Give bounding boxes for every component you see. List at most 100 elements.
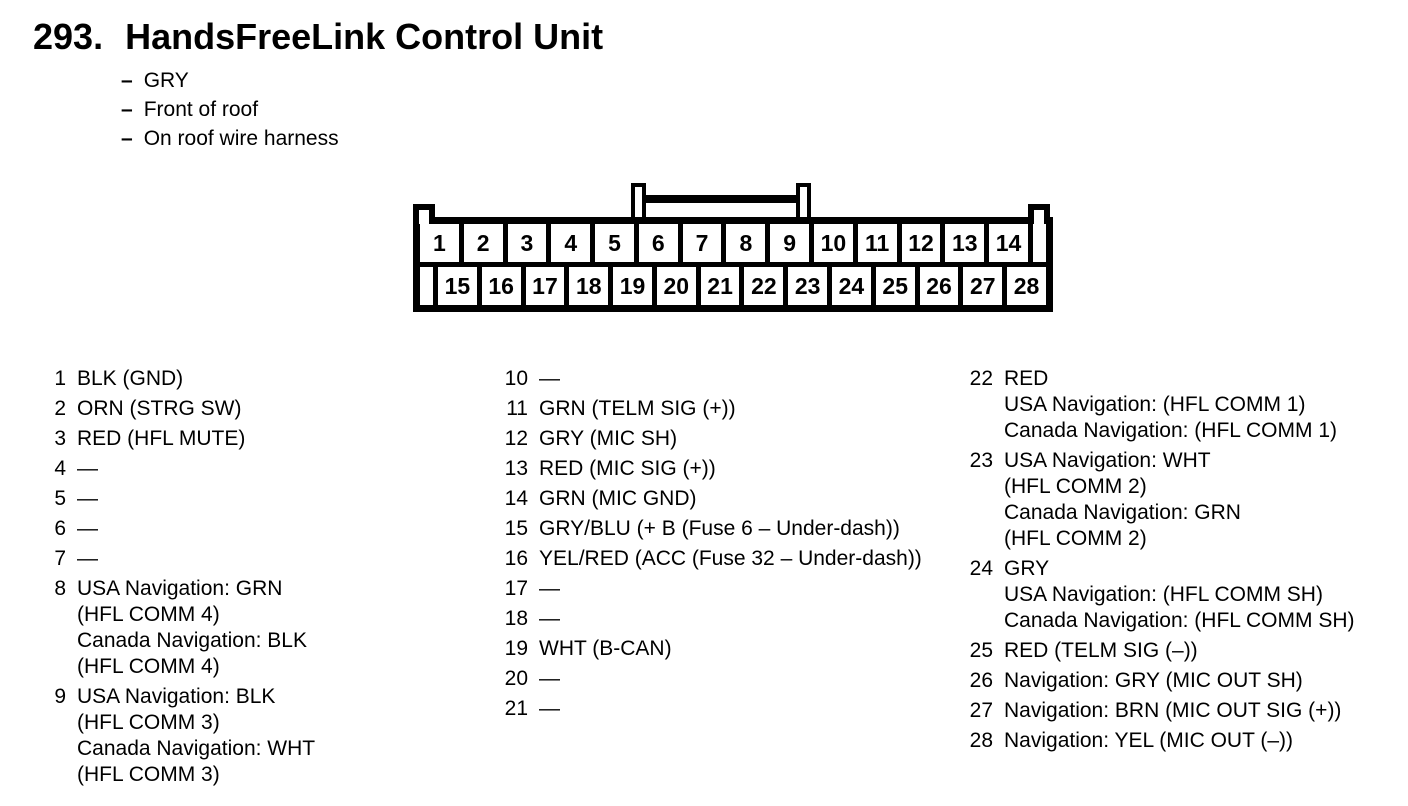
pin-number: 6: [54, 517, 66, 540]
section-title: HandsFreeLink Control Unit: [125, 16, 604, 57]
pin-description: RED (MIC SIG (+)): [539, 456, 716, 482]
pin-number: 2: [54, 397, 66, 420]
pin-description: —: [77, 546, 98, 572]
pin-description: Navigation: YEL (MIC OUT (–)): [1004, 728, 1293, 754]
connector-pin-cell: 17: [525, 267, 565, 305]
pin-line: (HFL COMM 2): [1004, 527, 1147, 550]
connector-pin-cell: 8: [726, 224, 766, 262]
pin-description: —: [539, 666, 560, 692]
pin-line: (HFL COMM 2): [1004, 475, 1147, 498]
pin-line: Navigation: YEL (MIC OUT (–)): [1004, 729, 1294, 752]
pin-line: GRY: [1004, 557, 1050, 580]
connector-filler-cell: [420, 267, 433, 305]
connector-pin-cell: 19: [613, 267, 652, 305]
connector-pin-cell: 2: [463, 224, 503, 262]
connector-pin-cell: 20: [656, 267, 696, 305]
pin-line: Canada Navigation: BLK: [77, 629, 307, 652]
pin-number: 23: [969, 449, 993, 472]
pin-description: GRN (MIC GND): [539, 486, 696, 512]
pin-line: Canada Navigation: (HFL COMM SH): [1004, 609, 1355, 632]
pin-list-column-2: 10 — 11 GRN (TELM SIG (+)) 12 GRY (MIC S…: [500, 366, 922, 726]
pin-description: YEL/RED (ACC (Fuse 32 – Under-dash)): [539, 546, 922, 572]
pin-number: 26: [969, 669, 993, 692]
pin-list-item: 3 RED (HFL MUTE): [38, 426, 315, 452]
pin-description: —: [539, 696, 560, 722]
pin-list-item: 12 GRY (MIC SH): [500, 426, 922, 452]
pin-list-item: 21 —: [500, 696, 922, 722]
pin-list-item: 2 ORN (STRG SW): [38, 396, 315, 422]
latch-bar: [644, 195, 798, 203]
pin-number: 25: [969, 639, 993, 662]
pin-number: 13: [504, 457, 528, 480]
pin-line: (HFL COMM 3): [77, 763, 220, 786]
pin-list-item: 26 Navigation: GRY (MIC OUT SH): [965, 668, 1355, 694]
connector-pin-cell: 24: [832, 267, 871, 305]
pin-description: RED (HFL MUTE): [77, 426, 245, 452]
pin-description: GRY/BLU (+ B (Fuse 6 – Under-dash)): [539, 516, 900, 542]
pin-list-item: 13 RED (MIC SIG (+)): [500, 456, 922, 482]
pin-line: —: [539, 367, 560, 390]
connector-pin-cell: 16: [481, 267, 521, 305]
connector-pin-cell: 23: [788, 267, 828, 305]
pin-list-item: 7 —: [38, 546, 315, 572]
pin-number: 7: [54, 547, 66, 570]
pin-line: ORN (STRG SW): [77, 397, 242, 420]
pin-line: (HFL COMM 4): [77, 655, 220, 678]
connector-pin-cell: 6: [638, 224, 678, 262]
connector-bottom-row: 15 16 17 18 19 20 21 22 23 24 25 26: [420, 267, 1046, 305]
connector-pin-cell: 27: [963, 267, 1003, 305]
pin-line: Canada Navigation: WHT: [77, 737, 316, 760]
pin-number: 14: [504, 487, 528, 510]
pin-number: 1: [54, 367, 66, 390]
pin-list-item: 25 RED (TELM SIG (–)): [965, 638, 1355, 664]
connector-pin-cell: 14: [989, 224, 1028, 262]
pin-description: —: [539, 366, 560, 392]
pin-list-item: 10 —: [500, 366, 922, 392]
pin-line: —: [77, 457, 98, 480]
note-dash: –: [121, 69, 133, 92]
pin-line: USA Navigation: BLK: [77, 685, 276, 708]
note-dash: –: [121, 98, 133, 121]
pin-number: 4: [54, 457, 66, 480]
connector-notes: – GRY – Front of roof – On roof wire har…: [121, 66, 339, 153]
pin-list-item: 15 GRY/BLU (+ B (Fuse 6 – Under-dash)): [500, 516, 922, 542]
pin-line: USA Navigation: WHT: [1004, 449, 1211, 472]
connector-pin-cell: 22: [744, 267, 784, 305]
mounting-lug-left: [413, 204, 435, 224]
pin-list-item: 5 —: [38, 486, 315, 512]
connector-pin-cell: 11: [857, 224, 897, 262]
connector-pin-cell: 18: [569, 267, 609, 305]
pin-line: YEL/RED (ACC (Fuse 32 – Under-dash)): [539, 547, 922, 570]
connector-filler-cell: [1032, 224, 1046, 262]
pin-description: —: [539, 606, 560, 632]
pin-description: Navigation: GRY (MIC OUT SH): [1004, 668, 1303, 694]
connector-pin-cell: 4: [551, 224, 591, 262]
pin-number: 24: [969, 557, 993, 580]
connector-pin-cell: 21: [700, 267, 740, 305]
connector-diagram: 1 2 3 4 5 6 7 8 9 10 11 12: [410, 183, 1053, 312]
note-item: – On roof wire harness: [121, 124, 339, 153]
pin-list-item: 4 —: [38, 456, 315, 482]
pin-line: Canada Navigation: GRN: [1004, 501, 1241, 524]
pin-line: RED: [1004, 367, 1049, 390]
pin-line: GRY/BLU (+ B (Fuse 6 – Under-dash)): [539, 517, 900, 540]
pin-number: 17: [504, 577, 528, 600]
section-number: 293.: [33, 16, 104, 57]
pin-number: 10: [504, 367, 528, 390]
pin-line: —: [77, 487, 98, 510]
pin-line: GRY (MIC SH): [539, 427, 678, 450]
connector-pin-cell: 1: [420, 224, 459, 262]
mounting-lug-right: [1028, 204, 1050, 224]
pin-list-item: 8 USA Navigation: GRN(HFL COMM 4)Canada …: [38, 576, 315, 680]
pin-line: (HFL COMM 4): [77, 603, 220, 626]
pin-line: GRN (MIC GND): [539, 487, 697, 510]
pin-number: 28: [969, 729, 993, 752]
connector-pin-cell: 5: [595, 224, 634, 262]
pin-number: 27: [969, 699, 993, 722]
pin-list-item: 17 —: [500, 576, 922, 602]
pin-number: 18: [504, 607, 528, 630]
